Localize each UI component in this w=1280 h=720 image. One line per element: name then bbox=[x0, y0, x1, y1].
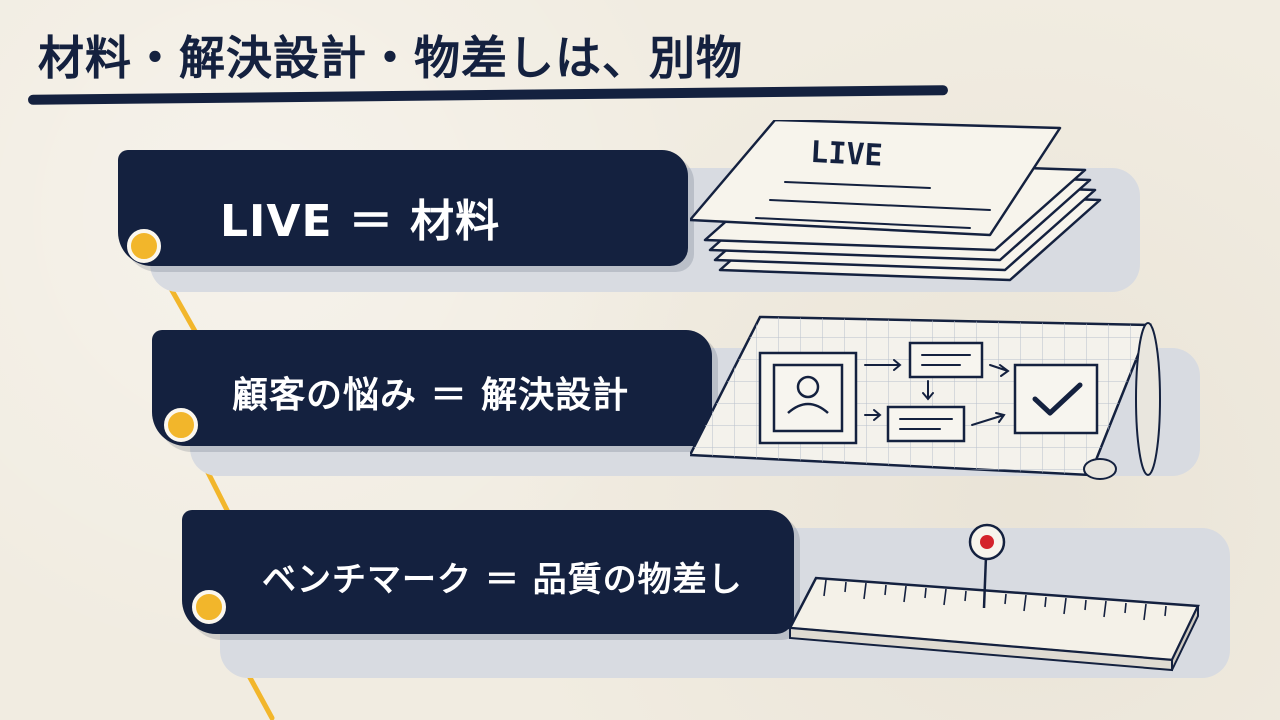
document-live-text: LIVE bbox=[809, 135, 883, 174]
row-3-label: ベンチマーク ＝ 品質の物差し bbox=[262, 560, 743, 600]
row-3-dot bbox=[192, 590, 226, 624]
row-1-label: LIVE ＝ 材料 bbox=[220, 196, 501, 247]
ruler-icon bbox=[788, 523, 1200, 672]
row-2-band bbox=[152, 330, 712, 446]
row-3-band bbox=[182, 510, 794, 634]
page-title: 材料・解決設計・物差しは、別物 bbox=[38, 31, 743, 85]
row-1-band bbox=[118, 150, 688, 266]
blueprint-flow-icon bbox=[690, 315, 1161, 480]
row-2-dot bbox=[164, 408, 198, 442]
row-2-label: 顧客の悩み ＝ 解決設計 bbox=[232, 375, 630, 416]
document-stack-icon: LIVE bbox=[690, 120, 1102, 282]
row-1-dot bbox=[127, 229, 161, 263]
